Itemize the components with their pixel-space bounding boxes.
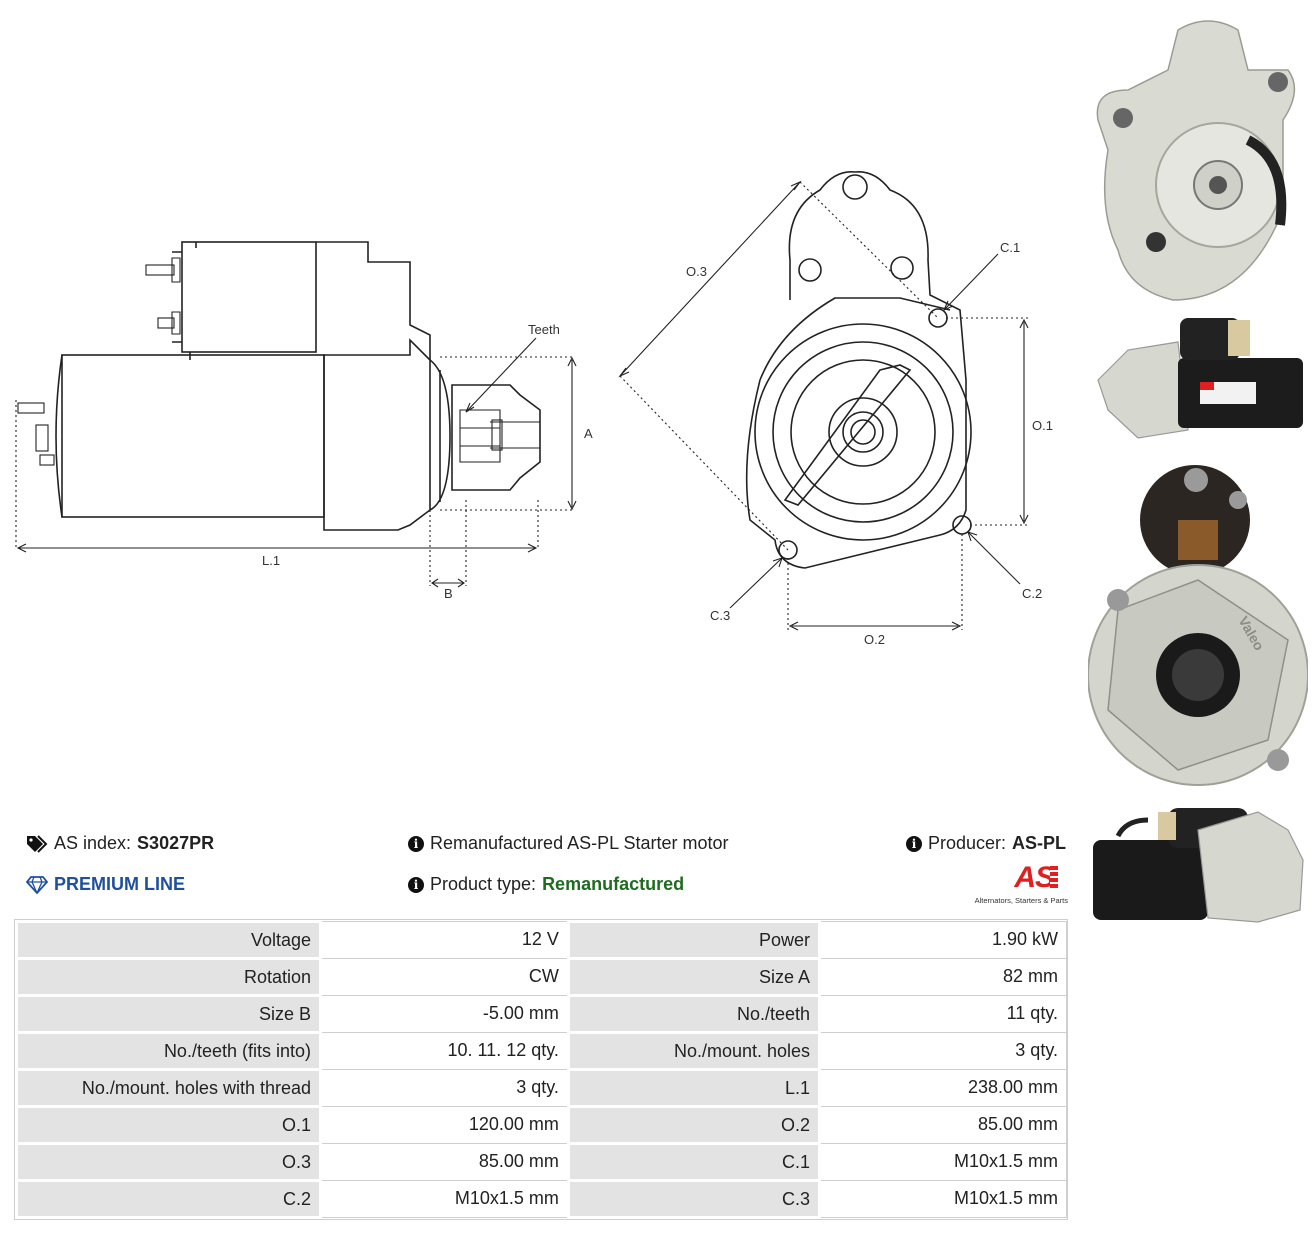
spec-label-cell: Rotation	[15, 957, 322, 997]
label-o1: O.1	[1032, 418, 1053, 433]
product-type-row: i Product type: Remanufactured	[408, 874, 684, 895]
info-icon: i	[906, 835, 922, 852]
tag-icon	[27, 834, 48, 853]
spec-value-cell: M10x1.5 mm	[819, 1143, 1067, 1181]
photo-rear-view: Valeo	[1088, 460, 1308, 790]
table-row: No./teeth (fits into)10. 11. 12 qty.No./…	[15, 1031, 1067, 1071]
spec-value-cell: 120.00 mm	[320, 1106, 569, 1144]
label-o3: O.3	[686, 264, 707, 279]
spec-value-cell: 85.00 mm	[320, 1143, 569, 1181]
label-a: A	[584, 426, 593, 441]
label-b: B	[444, 586, 453, 601]
diamond-icon	[26, 875, 48, 894]
label-l1: L.1	[262, 553, 280, 568]
as-index-value: S3027PR	[137, 833, 215, 853]
spec-label-cell: C.3	[566, 1179, 822, 1219]
spec-value-cell: M10x1.5 mm	[320, 1180, 569, 1218]
premium-line-row: PREMIUM LINE	[26, 874, 185, 895]
spec-label-cell: No./teeth	[566, 994, 822, 1034]
label-teeth: Teeth	[528, 322, 560, 337]
spec-value-cell: 12 V	[320, 921, 569, 959]
front-view-drawing: O.3 C.1 O.1 C.2 C.3 O.2	[618, 171, 1053, 647]
spec-label-cell: L.1	[566, 1068, 822, 1108]
premium-line-label: PREMIUM LINE	[54, 874, 186, 894]
producer-row: i Producer: AS-PL	[906, 833, 1066, 854]
info-icon: i	[408, 876, 424, 893]
spec-value-cell: CW	[320, 958, 569, 996]
side-view-drawing: A Teeth L.1 B	[15, 241, 593, 601]
producer-label: Producer:	[928, 833, 1007, 853]
as-index-row: AS index: S3027PR	[26, 833, 214, 854]
label-o2: O.2	[864, 632, 885, 647]
logo-stripes	[1050, 866, 1058, 890]
spec-label-cell: O.3	[15, 1142, 322, 1182]
product-type-value: Remanufactured	[542, 874, 685, 894]
description-row: i Remanufactured AS-PL Starter motor	[408, 833, 728, 854]
label-c2: C.2	[1022, 586, 1042, 601]
photo-side-view	[1088, 310, 1308, 450]
logo-mark: AS	[1014, 861, 1055, 894]
spec-label-cell: Size B	[15, 994, 322, 1034]
product-type-label: Product type:	[430, 874, 537, 894]
spec-value-cell: 3 qty.	[320, 1069, 569, 1107]
spec-label-cell: O.1	[15, 1105, 322, 1145]
spec-value-cell: 238.00 mm	[819, 1069, 1067, 1107]
photo-top-view	[1088, 800, 1308, 930]
as-index-label: AS index:	[54, 833, 132, 853]
spec-value-cell: 11 qty.	[819, 995, 1067, 1033]
spec-label-cell: C.2	[15, 1179, 322, 1219]
product-description: Remanufactured AS-PL Starter motor	[430, 833, 729, 853]
spec-value-cell: 3 qty.	[819, 1032, 1067, 1070]
spec-label-cell: Voltage	[15, 920, 322, 960]
spec-label-cell: Power	[566, 920, 822, 960]
photo-front-view	[1088, 10, 1308, 310]
producer-value: AS-PL	[1012, 833, 1067, 853]
spec-label-cell: O.2	[566, 1105, 822, 1145]
label-c3: C.3	[710, 608, 730, 623]
spec-label-cell: No./mount. holes with thread	[15, 1068, 322, 1108]
spec-value-cell: 1.90 kW	[819, 921, 1067, 959]
spec-value-cell: 10. 11. 12 qty.	[320, 1032, 569, 1070]
spec-label-cell: No./mount. holes	[566, 1031, 822, 1071]
spec-value-cell: 82 mm	[819, 958, 1067, 996]
spec-label-cell: No./teeth (fits into)	[15, 1031, 322, 1071]
spec-value-cell: 85.00 mm	[819, 1106, 1067, 1144]
label-c1: C.1	[1000, 240, 1020, 255]
spec-value-cell: M10x1.5 mm	[819, 1180, 1067, 1218]
logo-tagline: Alternators, Starters & Parts	[974, 896, 1068, 905]
as-pl-logo: AS Alternators, Starters & Parts	[964, 862, 1068, 908]
spec-label-cell: Size A	[566, 957, 822, 997]
spec-value-cell: -5.00 mm	[320, 995, 569, 1033]
spec-label-cell: C.1	[566, 1142, 822, 1182]
info-icon: i	[408, 835, 424, 852]
